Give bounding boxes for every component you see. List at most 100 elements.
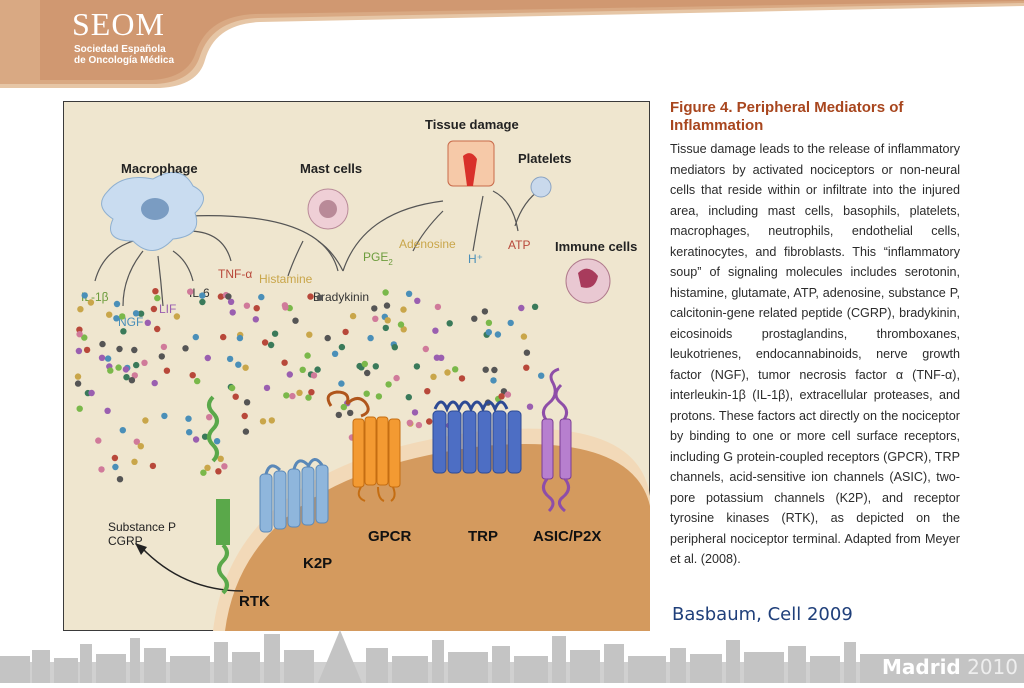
mediator-dot <box>227 298 235 305</box>
mediator-dot <box>304 352 311 359</box>
mediator-dot <box>115 364 122 371</box>
mediator-dot <box>154 294 161 302</box>
mediator-dot <box>206 414 213 421</box>
mediator-dot <box>220 333 227 341</box>
mediator-dot <box>471 315 478 322</box>
mediator-dot <box>289 392 296 400</box>
mediator-dot <box>305 394 312 401</box>
mediator-dot <box>119 313 126 320</box>
mediator-dot <box>338 380 345 387</box>
mediator-dot <box>75 347 83 355</box>
mediator-dot <box>123 374 130 381</box>
mediator-dot <box>76 331 83 338</box>
mediator-dot <box>131 372 138 379</box>
mediator-dot <box>81 334 88 341</box>
mediator-dot <box>236 334 244 342</box>
mediator-dot <box>282 304 289 311</box>
mediator-dot <box>225 293 232 300</box>
mediator-dot <box>253 305 260 312</box>
mediator-dot <box>186 429 193 436</box>
mediator-dot <box>434 303 442 311</box>
mediator-dot <box>400 306 407 313</box>
inflammation-diagram: Tissue damage Macrophage Mast cells Plat… <box>62 100 651 632</box>
footer-skyline: Madrid 2010 <box>0 626 1024 683</box>
mediator-dot <box>356 362 363 370</box>
mediator-dot <box>258 293 265 301</box>
il1b-label: IL-1β <box>81 290 109 304</box>
footer-location: Madrid 2010 <box>882 655 1018 679</box>
header-banner-shape <box>0 0 1024 88</box>
rtk-receptor <box>216 499 230 545</box>
mediator-dot <box>128 377 136 384</box>
mediator-dot <box>361 360 368 368</box>
mediator-dot <box>74 380 82 387</box>
gpcr-receptor <box>326 390 401 502</box>
mediator-molecules <box>74 288 545 483</box>
mediator-dot <box>99 340 106 348</box>
mediator-dot <box>433 354 441 361</box>
mediator-dot <box>411 409 419 416</box>
mediator-dot <box>213 438 221 445</box>
tissue-damage-label: Tissue damage <box>425 117 519 132</box>
mediator-dot <box>406 419 413 426</box>
mediator-dot <box>393 374 400 382</box>
k2p-channel <box>259 458 329 533</box>
mediator-dot <box>422 345 429 353</box>
mediator-dot <box>347 409 354 417</box>
mediator-dot <box>307 293 314 300</box>
mediator-dot <box>338 343 346 351</box>
mediator-dot <box>306 331 313 338</box>
platelets-label: Platelets <box>518 151 571 166</box>
mediator-dot <box>141 359 148 366</box>
citation: Basbaum, Cell 2009 <box>672 604 853 625</box>
mediator-dot <box>481 308 489 315</box>
mediator-dot <box>414 297 421 304</box>
asic-channel <box>541 367 572 513</box>
mediator-dot <box>367 334 374 342</box>
k2p-label: K2P <box>303 555 332 572</box>
mediator-dot <box>182 345 189 352</box>
mediator-dot <box>241 412 248 420</box>
caption-title: Figure 4. Peripheral Mediators of Inflam… <box>670 99 904 134</box>
mediator-dot <box>200 469 207 476</box>
mediator-dot <box>384 317 391 324</box>
mediator-dot <box>131 458 138 465</box>
mediator-dot <box>113 315 120 322</box>
gpcr-label: GPCR <box>368 528 412 545</box>
figure-caption: Figure 4. Peripheral Mediators of Inflam… <box>670 99 960 570</box>
mediator-dot <box>76 326 83 333</box>
mediator-dot <box>490 377 497 384</box>
mediator-dot <box>116 345 123 353</box>
logo-subtitle-line1: Sociedad Española <box>74 44 166 55</box>
hplus-label: H⁺ <box>468 252 483 266</box>
mediator-dot <box>286 371 293 378</box>
mediator-dot <box>131 346 138 354</box>
mediator-dot <box>430 373 437 380</box>
mediator-dot <box>229 309 236 316</box>
mediator-dot <box>349 312 357 320</box>
mediator-dot <box>308 389 315 396</box>
trp-label: TRP <box>468 528 498 545</box>
tnfa-label: TNF-α <box>218 267 252 281</box>
mediator-dot <box>271 330 279 337</box>
mediator-dot <box>194 377 201 385</box>
mediator-dot <box>132 310 140 317</box>
mediator-dot <box>187 288 194 295</box>
mediator-dot <box>83 346 91 354</box>
mediator-dot <box>112 463 119 471</box>
footer-year: 2010 <box>967 655 1018 679</box>
mediator-dot <box>243 302 251 309</box>
mediator-dot <box>204 464 211 471</box>
mediator-dot <box>405 394 412 401</box>
mediator-dot <box>104 407 111 414</box>
mediator-dot <box>104 355 112 362</box>
mediator-dot <box>292 317 299 324</box>
mediator-dot <box>88 389 95 397</box>
mast-cell-nucleus-icon <box>319 200 337 218</box>
mediator-dot <box>494 331 502 338</box>
mediator-dot <box>235 361 242 368</box>
mediator-dot <box>252 316 259 323</box>
mediator-dot <box>504 391 512 398</box>
footer-city: Madrid <box>881 655 961 679</box>
trp-channel <box>432 400 522 474</box>
